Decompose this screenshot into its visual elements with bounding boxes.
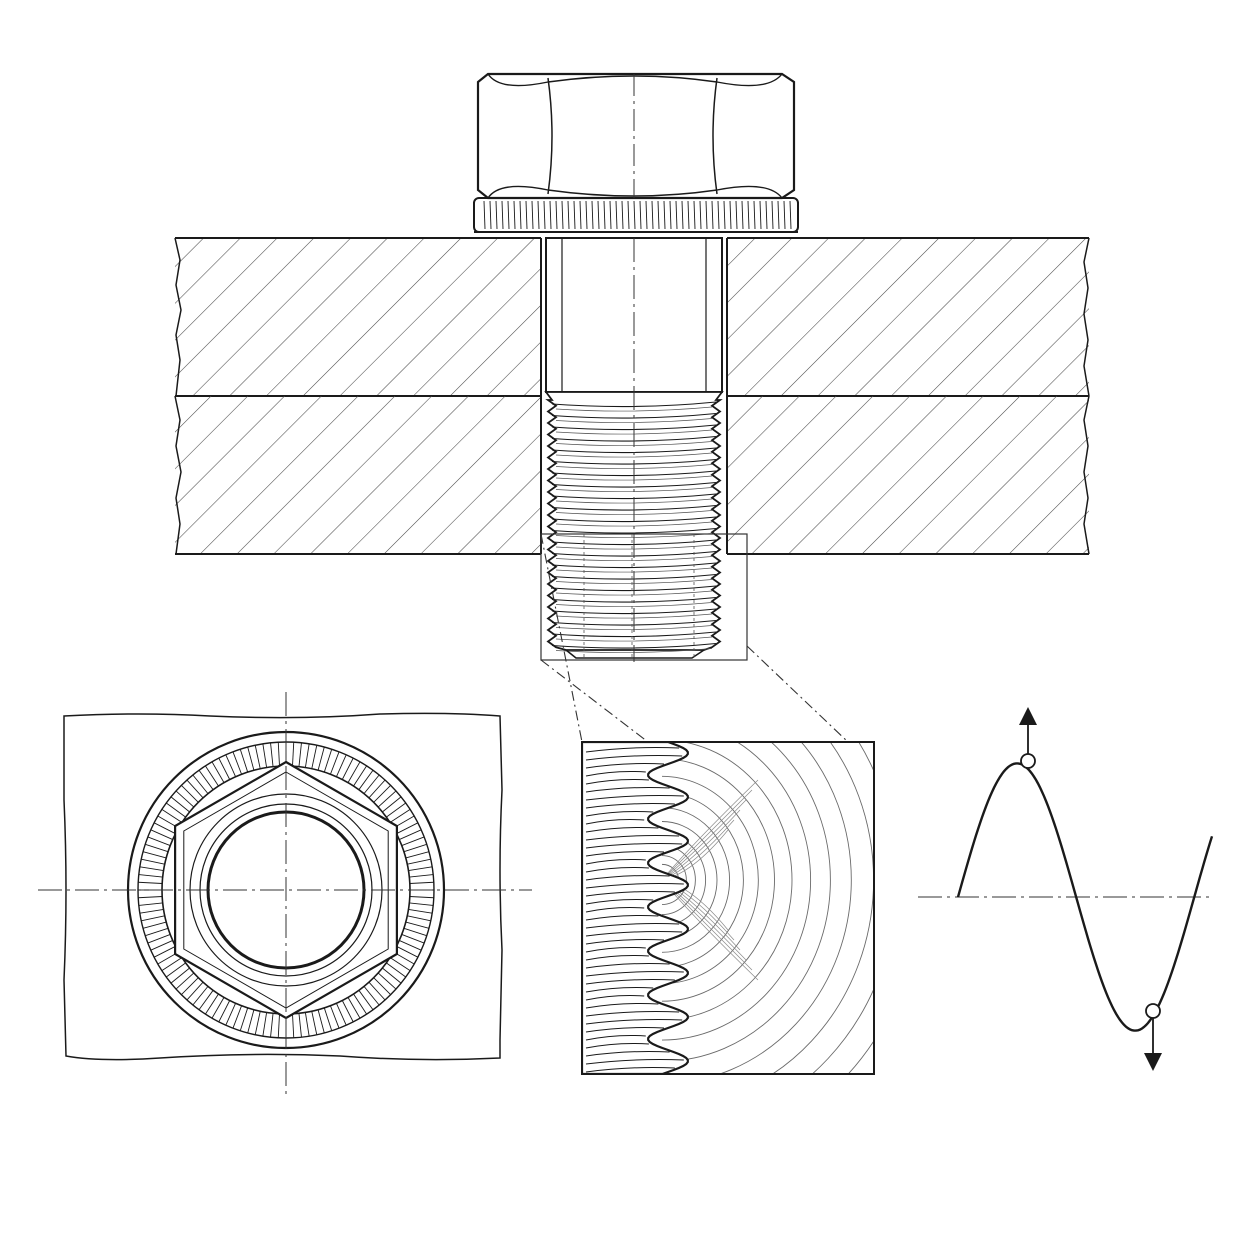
detail-view <box>581 741 875 1075</box>
washer-serrations <box>483 200 792 230</box>
min-load-point <box>1145 1003 1161 1019</box>
washer-side <box>473 197 799 233</box>
load-sine-curve <box>956 762 1214 1032</box>
section-view <box>174 72 1090 743</box>
upper-plate <box>174 237 1090 397</box>
max-load-point <box>1020 753 1036 769</box>
plan-view <box>38 692 532 1098</box>
thread-flank-lines <box>585 747 684 1073</box>
leader-line-left <box>540 533 583 743</box>
detail-callout-box <box>540 533 748 661</box>
load-waveform-view <box>918 707 1214 1071</box>
leader-line-right <box>746 645 849 743</box>
lower-plate <box>174 238 1090 555</box>
washer-serration-rays <box>138 742 434 1038</box>
hex-head-side <box>476 72 796 200</box>
